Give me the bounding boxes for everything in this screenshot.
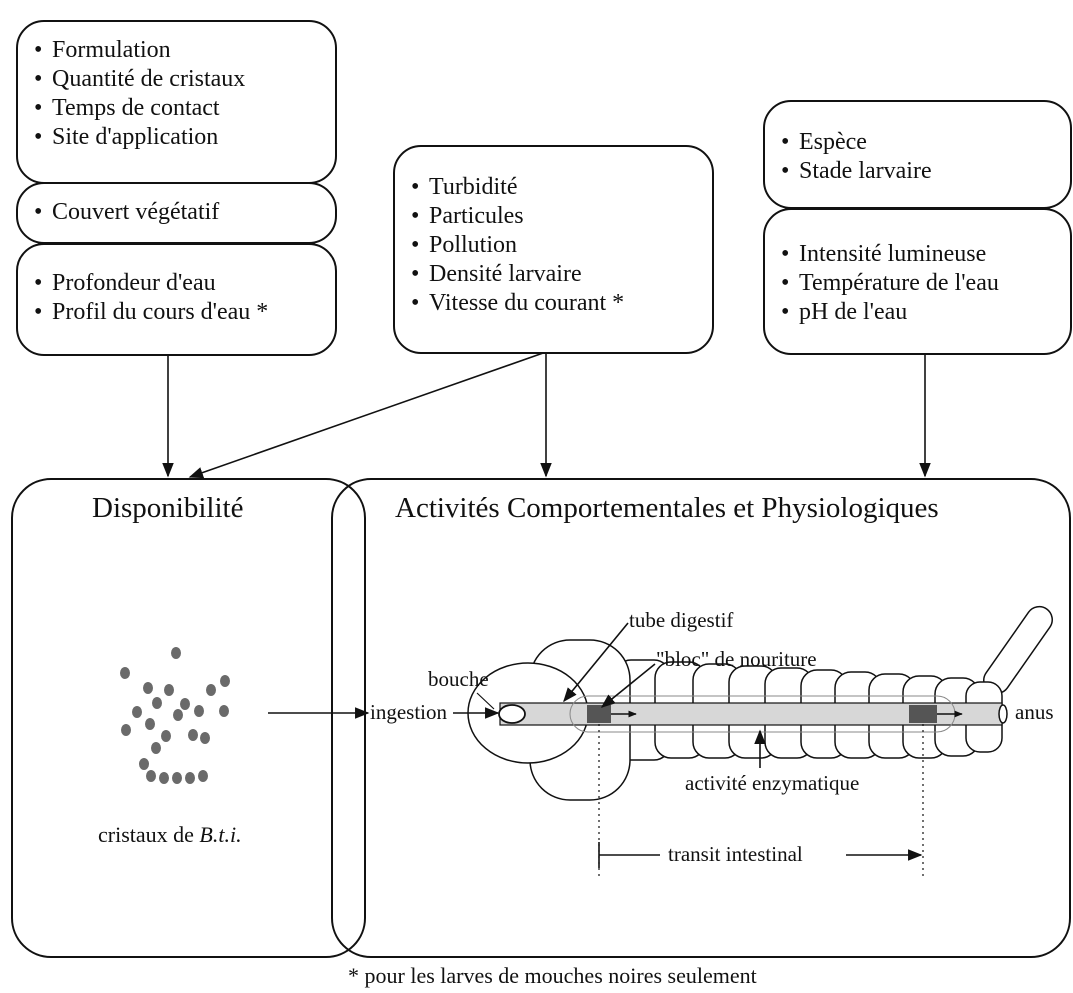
water-quality-factors-box: Turbidité Particules Pollution Densité l… [393, 145, 714, 354]
factor-larval-stage: Stade larvaire [781, 157, 1070, 186]
factor-current-speed: Vitesse du courant * [411, 289, 712, 318]
factor-particles: Particules [411, 202, 712, 231]
factor-application-site: Site d'application [34, 123, 335, 152]
vegetation-factor-box: Couvert végétatif [16, 182, 337, 244]
environment-factors-box: Intensité lumineuse Température de l'eau… [763, 208, 1072, 355]
factor-larval-density: Densité larvaire [411, 260, 712, 289]
factor-contact-time: Temps de contact [34, 94, 335, 123]
factor-pollution: Pollution [411, 231, 712, 260]
food-block-label: "bloc" de nouriture [656, 647, 817, 671]
factor-formulation: Formulation [34, 36, 335, 65]
activity-title: Activités Comportementales et Physiologi… [395, 492, 939, 524]
anus-label: anus [1015, 700, 1054, 724]
transit-label: transit intestinal [668, 842, 803, 866]
arrow-food-block [600, 663, 656, 708]
arrow-quality-to-availability [188, 351, 547, 479]
ingestion-label: ingestion [370, 700, 447, 724]
factor-turbidity: Turbidité [411, 173, 712, 202]
availability-panel [11, 478, 366, 958]
crystals-label-prefix: cristaux de [98, 822, 200, 847]
factor-water-depth: Profondeur d'eau [34, 269, 335, 298]
availability-title: Disponibilité [92, 492, 244, 524]
factor-crystal-quantity: Quantité de cristaux [34, 65, 335, 94]
factor-water-ph: pH de l'eau [781, 298, 1070, 327]
crystals-label-name: B.t.i. [199, 822, 242, 847]
mouth-label: bouche [428, 667, 489, 691]
factor-species: Espèce [781, 128, 1070, 157]
water-depth-factors-box: Profondeur d'eau Profil du cours d'eau * [16, 243, 337, 356]
digestive-tube [498, 695, 1008, 733]
enzyme-label: activité enzymatique [685, 771, 860, 795]
factor-water-temperature: Température de l'eau [781, 269, 1070, 298]
factor-light-intensity: Intensité lumineuse [781, 240, 1070, 269]
application-factors-box: Formulation Quantité de cristaux Temps d… [16, 20, 337, 184]
species-factors-box: Espèce Stade larvaire [763, 100, 1072, 209]
activity-panel [331, 478, 1071, 958]
factor-vegetation-cover: Couvert végétatif [34, 198, 335, 227]
factor-stream-profile: Profil du cours d'eau * [34, 298, 335, 327]
arrow-gut [563, 622, 629, 703]
crystals-label: cristaux de B.t.i. [98, 822, 242, 848]
arrow-mouth [476, 692, 495, 710]
gut-label: tube digestif [629, 608, 734, 632]
footnote: * pour les larves de mouches noires seul… [348, 963, 757, 988]
crystal-dots [120, 647, 230, 784]
